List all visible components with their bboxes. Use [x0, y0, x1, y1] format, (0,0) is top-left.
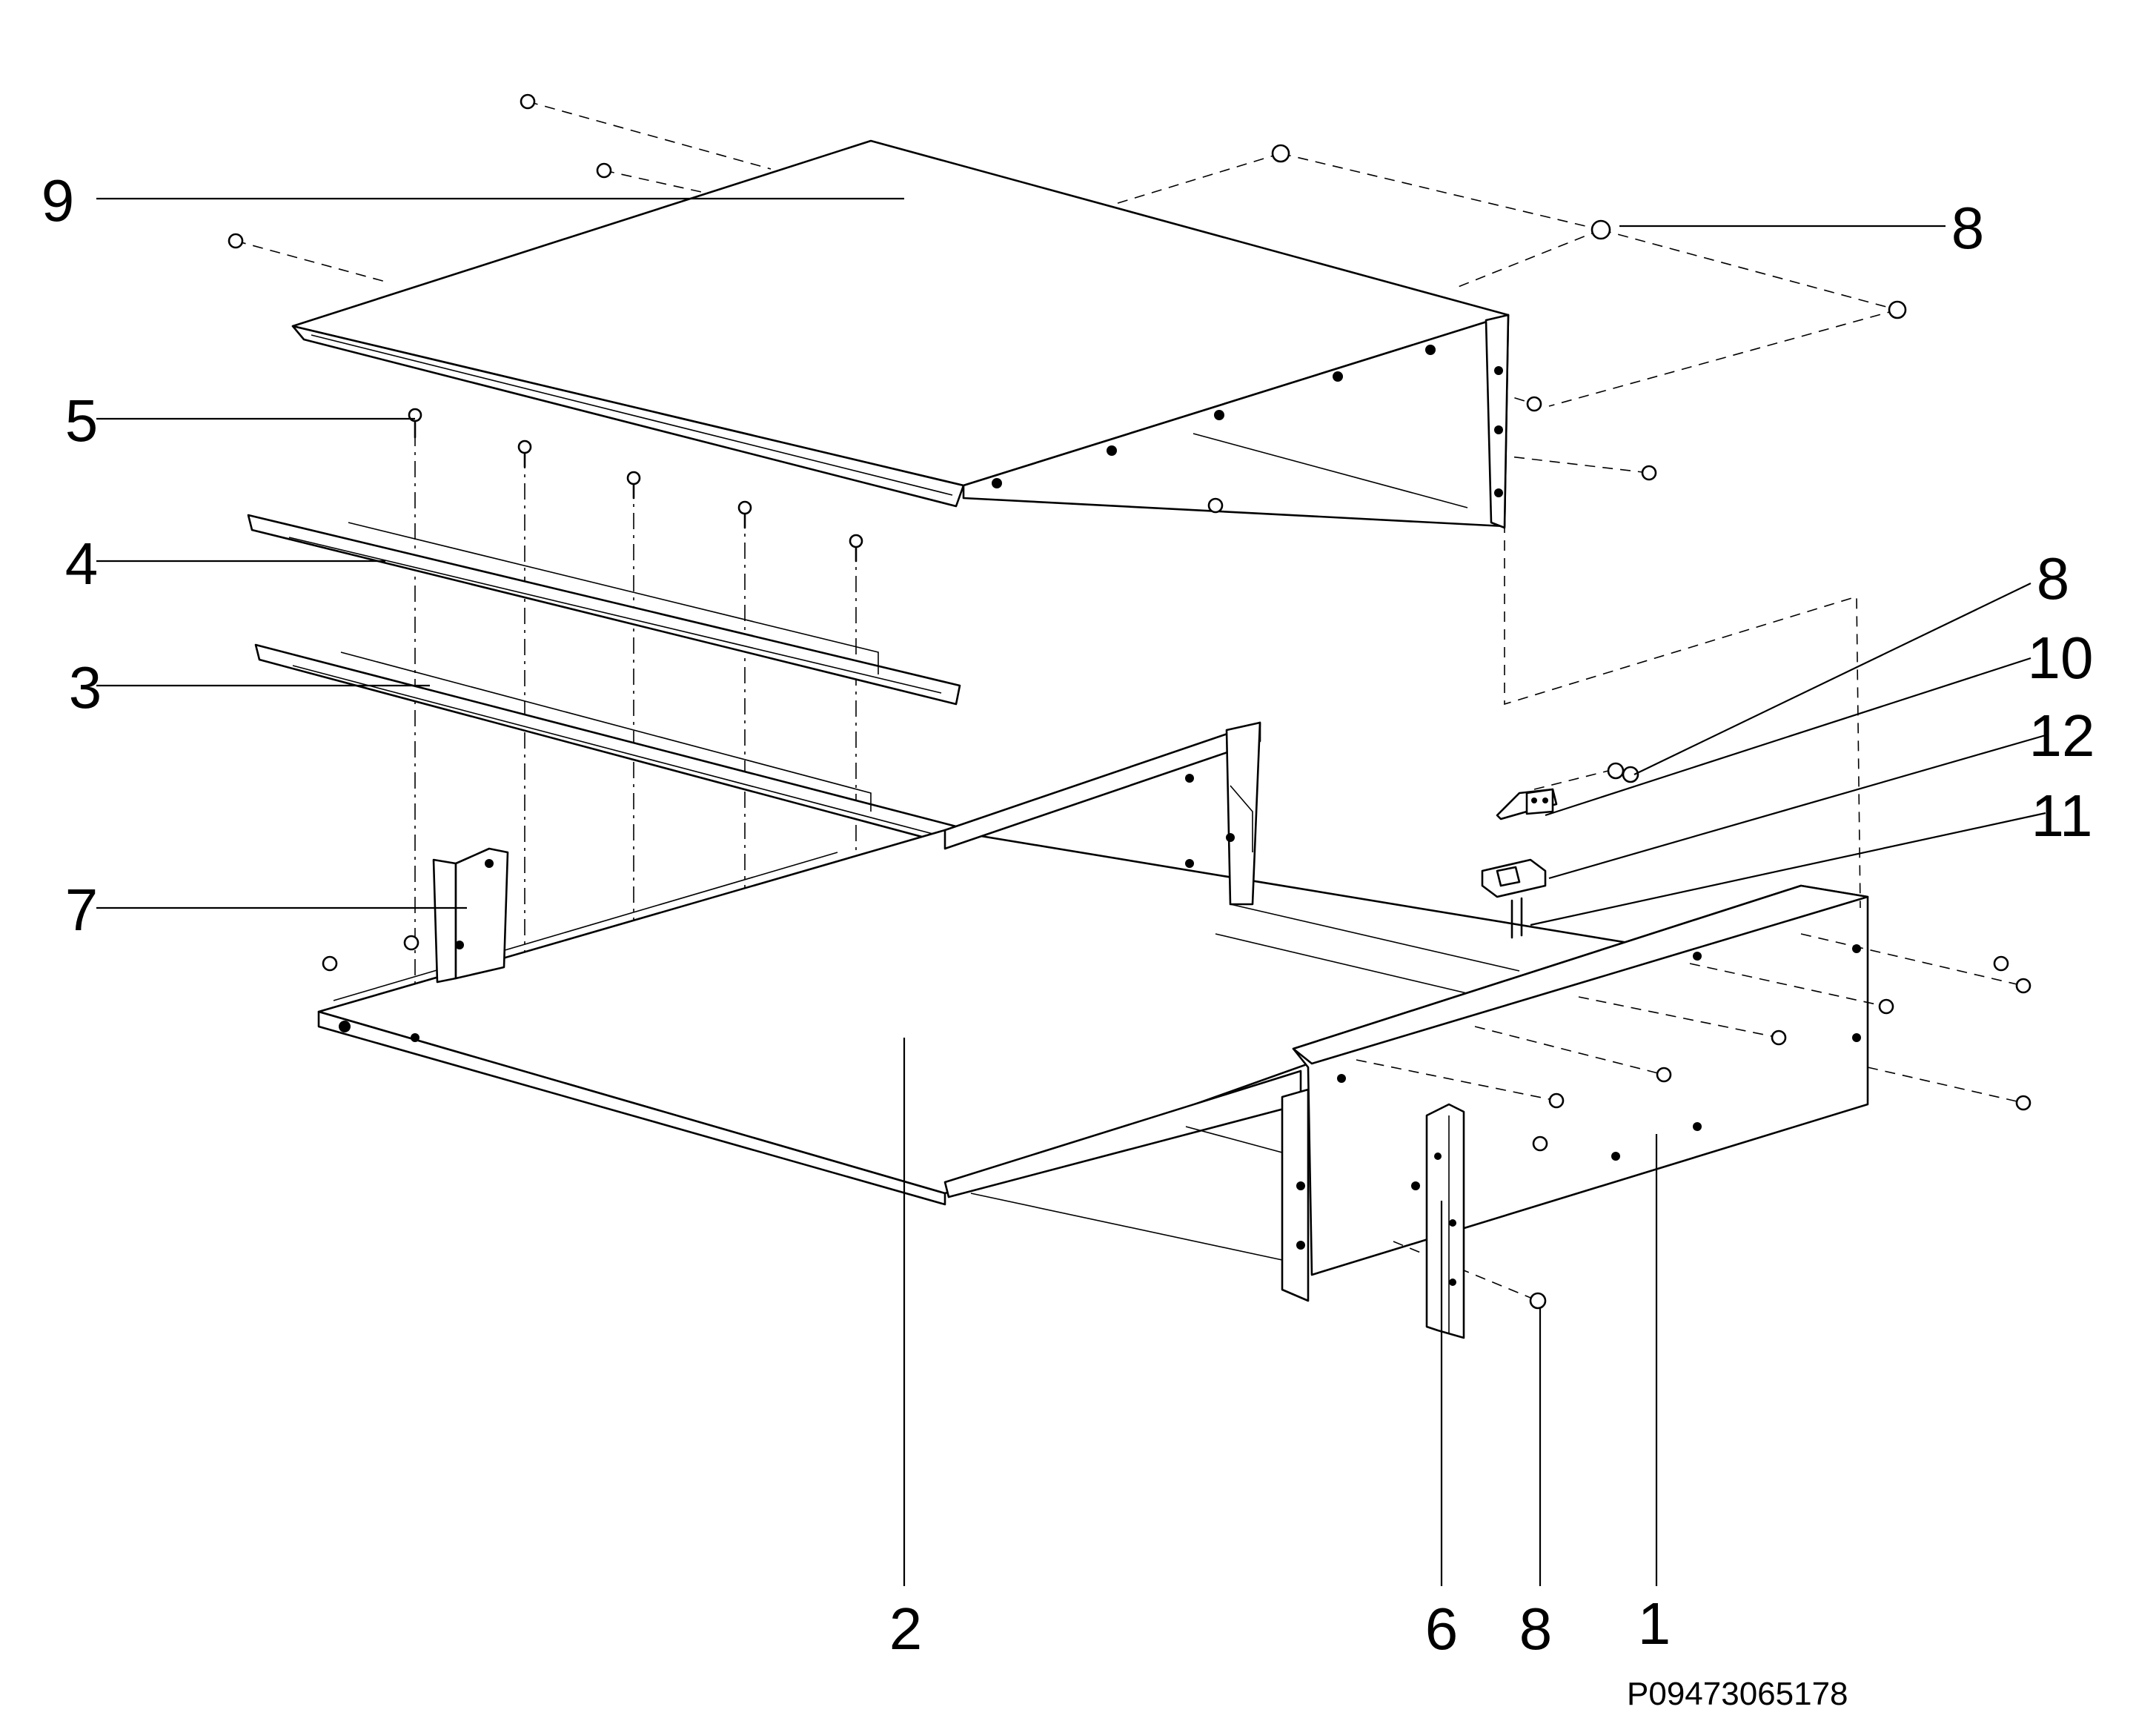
- screw-icon: [520, 93, 536, 110]
- screw-icon: [1993, 955, 2009, 972]
- nut-icon: [1622, 766, 1639, 783]
- screw-icon: [1591, 219, 1611, 240]
- screw-icon: [1878, 998, 1894, 1015]
- small-hardware-part: [1481, 523, 1861, 939]
- screw-icon: [1771, 1029, 1787, 1046]
- callout-8-bottom: 8: [1519, 1596, 1553, 1662]
- callout-7: 7: [65, 877, 99, 943]
- screw-icon: [1656, 1067, 1672, 1083]
- callout-5: 5: [65, 388, 99, 454]
- screw-icon: [1526, 396, 1542, 412]
- callout-8-top: 8: [1951, 195, 1985, 261]
- screw-icon: [1532, 1135, 1548, 1152]
- upper-rail-part: [247, 514, 961, 706]
- top-cover-part: [228, 93, 1907, 529]
- callout-2: 2: [889, 1596, 923, 1662]
- screw-icon: [1888, 300, 1907, 319]
- leader-lines: [96, 197, 2046, 1586]
- screw-icon: [403, 935, 419, 951]
- nut-icon: [1607, 762, 1625, 780]
- screw-icon: [2015, 1095, 2031, 1111]
- bracket-right-part: [1425, 1103, 1465, 1339]
- callout-10: 10: [2028, 625, 2094, 691]
- screw-icon: [596, 162, 612, 179]
- callout-4: 4: [65, 531, 99, 597]
- callout-6: 6: [1425, 1596, 1459, 1662]
- callout-9: 9: [42, 168, 75, 233]
- callout-11: 11: [2031, 783, 2092, 849]
- screw-icon: [1641, 465, 1657, 481]
- screw-icon: [1207, 497, 1224, 514]
- screw-icon: [1271, 144, 1290, 163]
- callout-12: 12: [2029, 703, 2095, 769]
- callout-1: 1: [1638, 1591, 1671, 1657]
- bracket-left-part: [322, 847, 509, 984]
- rivets-part: [408, 408, 863, 1171]
- callout-8-mid: 8: [2037, 546, 2070, 611]
- screw-icon: [1529, 1292, 1547, 1310]
- chassis-part: [317, 721, 1643, 1302]
- screw-icon: [1548, 1092, 1565, 1109]
- screw-icon: [322, 955, 338, 972]
- screw-icon: [2015, 978, 2031, 994]
- screw-icon: [228, 233, 244, 249]
- callout-3: 3: [69, 654, 102, 720]
- drawing-code: P09473065178: [1627, 1676, 1848, 1712]
